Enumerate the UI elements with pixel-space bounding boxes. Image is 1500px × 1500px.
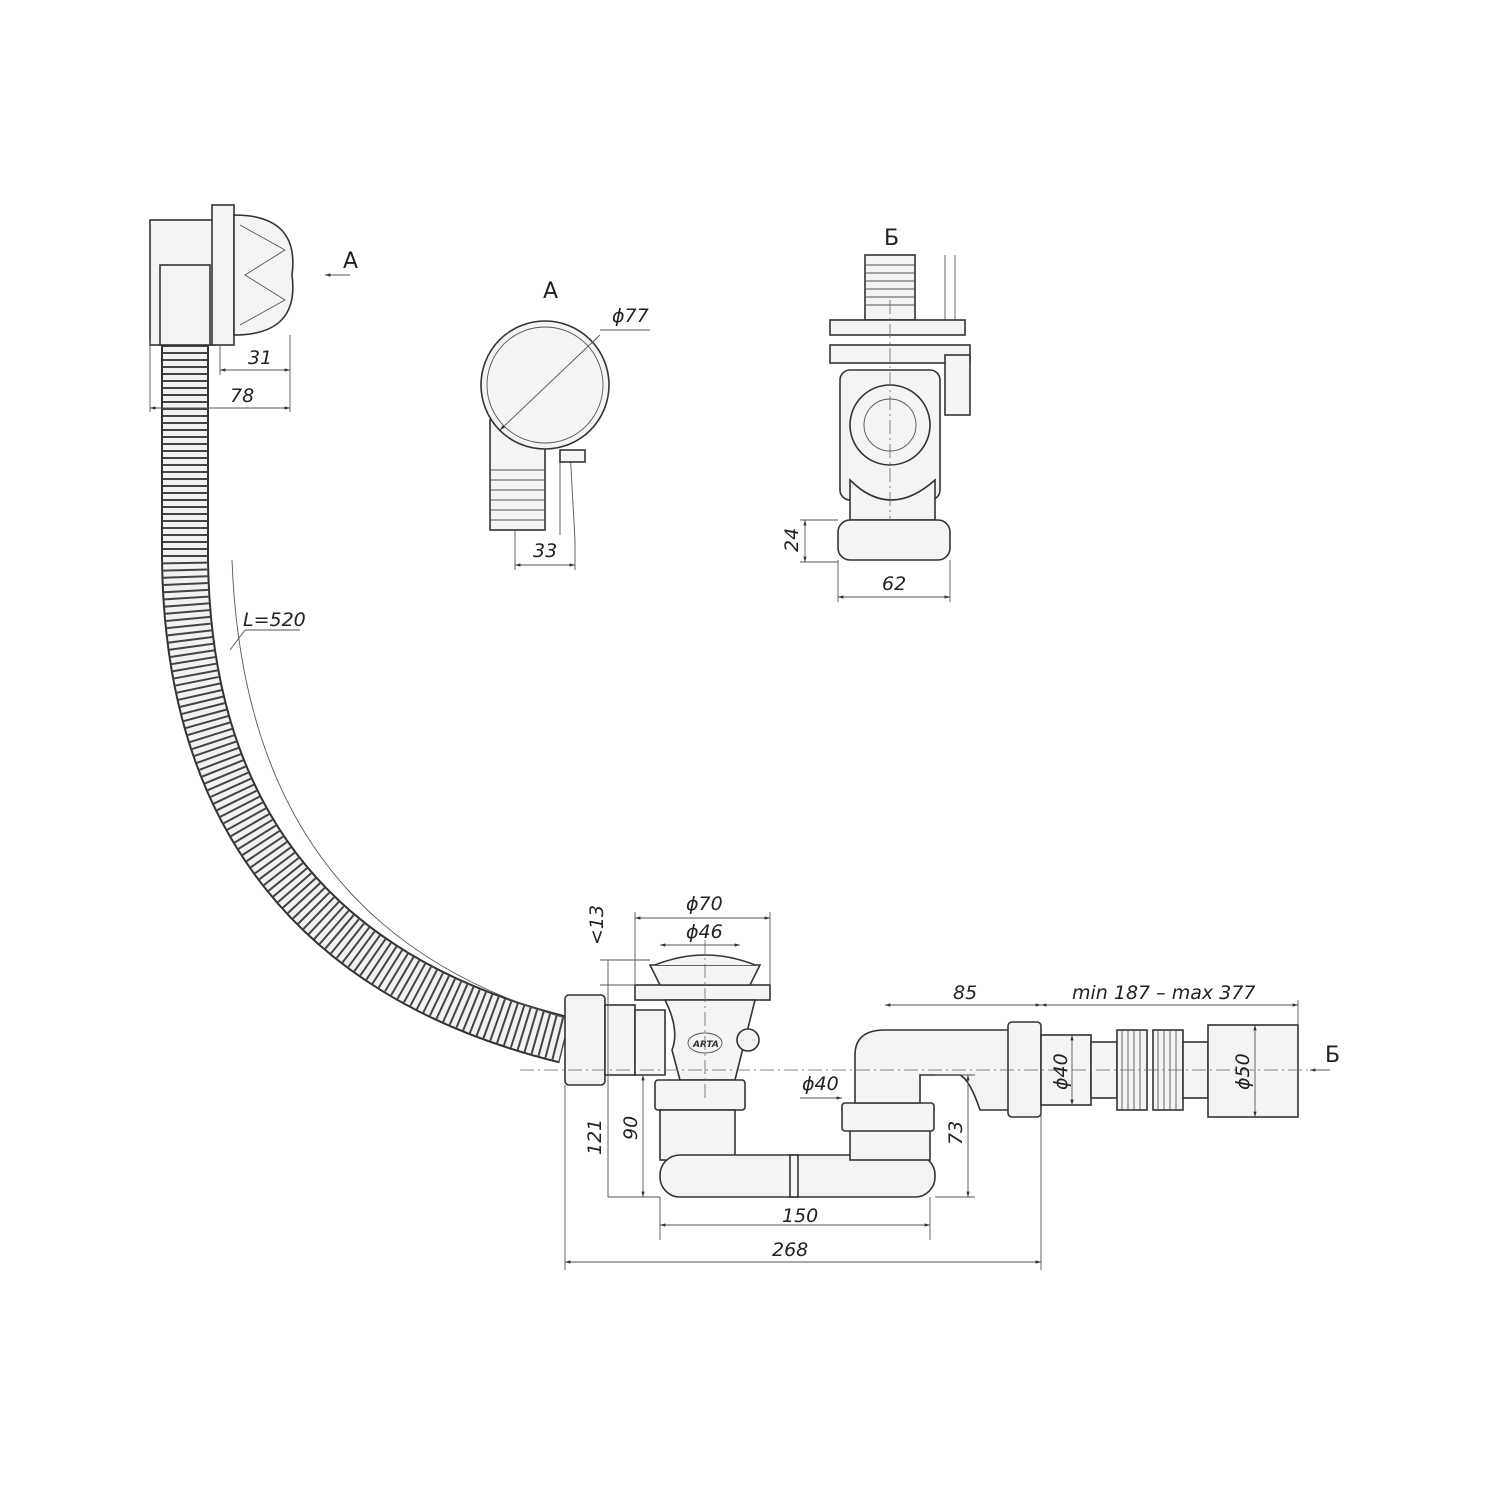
dim-flex-range: min 187 – max 377 [1072,982,1255,1004]
view-b-title: Б [884,226,899,251]
view-a-title: А [543,279,558,304]
dim-trap-width: 150 [782,1205,818,1227]
dim-overflow-depth: 31 [248,347,272,369]
dim-height-total: 121 [584,1119,606,1155]
dim-height-drain: 90 [620,1116,642,1140]
dim-b-width: 62 [882,573,906,595]
view-a-arrow-label: А [343,249,358,274]
dim-plug-height: <13 [586,905,608,945]
dim-flex-outlet: ϕ50 [1232,1053,1254,1090]
dim-plug-outer: ϕ70 [686,893,723,915]
overflow-hose [161,345,571,1064]
dim-overflow-total: 78 [230,385,254,407]
dim-cover-diameter: ϕ77 [612,305,649,327]
dim-outlet-length: 85 [953,982,977,1004]
view-a-overflow-cover [480,320,650,570]
dim-flex-inlet: ϕ40 [1050,1053,1072,1090]
view-b-drain [800,254,971,602]
bath-drain-assembly: ARTA [520,912,1330,1270]
dim-trap-pipe: ϕ40 [802,1073,839,1095]
dim-total-width: 268 [772,1239,808,1261]
brand-logo: ARTA [692,1040,719,1050]
dim-plug-inner: ϕ46 [686,921,723,943]
overflow-head-side [149,204,350,412]
dim-trap-height: 73 [945,1121,967,1145]
dim-b-height: 24 [781,528,803,552]
dim-outlet-offset: 33 [533,540,557,562]
dim-hose-length: L=520 [243,609,306,631]
view-b-arrow-label: Б [1325,1043,1340,1068]
